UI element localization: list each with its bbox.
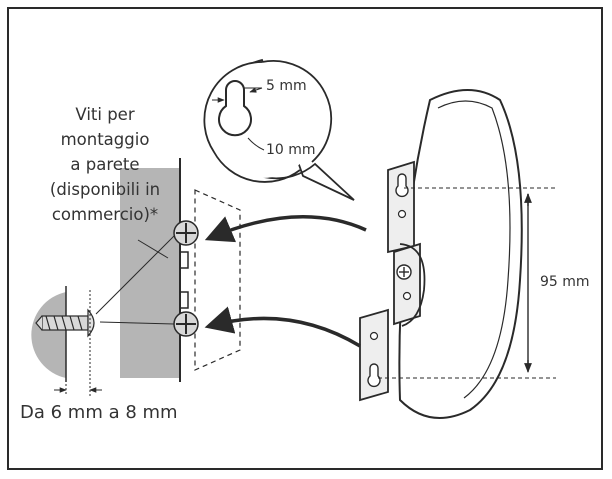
slot-small-label: 5 mm bbox=[266, 78, 307, 94]
mount-arrow-upper bbox=[204, 215, 367, 243]
leader-line-label bbox=[137, 239, 169, 259]
speaker-bracket bbox=[359, 160, 426, 402]
keyhole-callout bbox=[203, 58, 355, 201]
hole-spacing-label: 95 mm bbox=[540, 274, 590, 290]
screw-label-line: montaggio bbox=[60, 130, 150, 149]
spacing-dimension bbox=[378, 187, 596, 379]
slot-large-label: 10 mm bbox=[266, 142, 316, 158]
leader-line-upper bbox=[95, 235, 175, 315]
bracket-outline-dashed bbox=[194, 189, 241, 371]
screw-label-line: (disponibili in bbox=[49, 180, 161, 199]
screw-upper-icon bbox=[173, 220, 199, 246]
mount-arrow-lower bbox=[204, 306, 361, 348]
screw-label-line: commercio)* bbox=[51, 205, 159, 224]
screw-lower-icon bbox=[173, 311, 199, 337]
leader-line-lower bbox=[99, 321, 175, 325]
keyhole-slot-icon bbox=[218, 80, 252, 137]
depth-range-label: Da 6 mm a 8 mm bbox=[20, 402, 178, 423]
screw-label-line: Viti per bbox=[75, 105, 135, 124]
screw-label: Viti per montaggio a parete (disponibili… bbox=[40, 102, 170, 227]
wall-panel bbox=[120, 158, 189, 382]
screw-label-line: a parete bbox=[70, 155, 140, 174]
speaker-unit bbox=[359, 89, 523, 419]
screw-depth-detail bbox=[31, 286, 102, 396]
